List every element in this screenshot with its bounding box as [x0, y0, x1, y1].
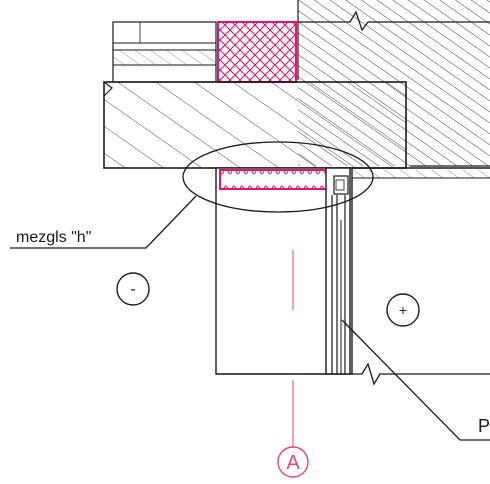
minus-label: - — [130, 281, 135, 298]
upper-insulation — [216, 21, 297, 83]
minus-marker: - — [116, 272, 150, 306]
plus-marker: + — [386, 293, 420, 327]
cut-label: P — [478, 416, 490, 436]
detail-label: mezgls "h" — [16, 229, 91, 246]
lower-frame — [215, 167, 490, 386]
axis-marker: A — [277, 446, 309, 478]
detail-ellipse — [182, 141, 374, 213]
ceiling-plaster — [352, 167, 490, 179]
lintel-slab — [103, 81, 407, 169]
left-layers — [112, 21, 217, 83]
plus-label: + — [399, 302, 407, 318]
detail-leader — [10, 195, 197, 249]
cut-leader — [341, 319, 490, 441]
axis-label: A — [286, 452, 300, 474]
